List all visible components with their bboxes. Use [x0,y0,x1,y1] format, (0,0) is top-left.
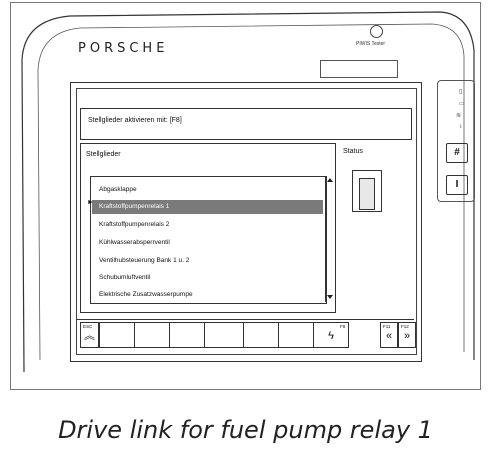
list-item[interactable]: Kühlwasserabsperrventil [99,239,170,246]
screen [76,88,417,355]
fkey-f12[interactable]: F12 » [398,322,416,348]
fkey-f11[interactable]: F11 « [380,322,398,348]
hash-button[interactable]: # [446,143,468,163]
message-box: Stellglieder aktivieren mit: [F8] [80,108,412,140]
message-text: Stellglieder aktivieren mit: [F8] [88,117,182,124]
switch-toggle [359,178,375,210]
device-housing [21,11,475,373]
info-icon: ı [460,124,462,130]
indicator-icon: ▭ [459,101,465,107]
fkey-label: F12 [401,324,409,329]
fkey-f2[interactable] [99,322,135,348]
selection-arrow-icon: ► [87,199,94,206]
list-item[interactable]: Ventilhubsteuerung Bank 1 u. 2 [99,257,190,264]
fkey-f5[interactable] [204,322,244,348]
power-lamp [370,25,383,38]
battery-icon: ▯ [459,89,463,95]
fkey-label: F8 [340,324,346,329]
status-label: Status [343,148,363,155]
list-item[interactable]: Schubumluftventil [99,274,151,281]
fkey-f3[interactable] [134,322,170,348]
actuator-panel [80,143,336,313]
fkey-f7[interactable] [278,322,314,348]
page-back-icon: « [385,330,393,342]
fkey-label: F11 [383,324,391,329]
list-item-selected[interactable]: Kraftstoffpumpenrelais 1 [92,200,323,214]
fkey-f6[interactable] [243,322,279,348]
brand-logo: PORSCHE [78,41,169,56]
fkey-f8[interactable]: F8 ϟ [313,322,349,348]
figure-caption: Drive link for fuel pump relay 1 [58,416,433,444]
power-button[interactable]: I [446,175,468,195]
tester-label: PIWIS Tester [356,41,386,47]
chevron-up-icon: ︽ [84,330,95,342]
actuator-list[interactable]: Abgasklappe Kraftstoffpumpenrelais 1 Kra… [90,176,327,304]
list-item[interactable]: Abgasklappe [99,186,137,193]
lightning-icon: ϟ [328,330,334,342]
side-control-panel [437,80,475,202]
list-scrollbar[interactable] [325,176,335,302]
status-switch[interactable] [352,170,382,212]
page-forward-icon: » [403,330,411,342]
panel-title: Stellglieder [86,151,121,158]
signal-icon: ≋ [456,113,462,119]
scroll-up-icon[interactable] [327,178,333,182]
scroll-down-icon[interactable] [327,295,333,299]
function-key-bar [76,319,414,348]
list-item[interactable]: Kraftstoffpumpenrelais 2 [99,221,170,228]
fkey-f4[interactable] [169,322,205,348]
screen-bezel [70,82,422,362]
fkey-label: ESC [83,324,93,329]
list-item[interactable]: Elektrische Zusatzwasserpumpe [99,291,193,298]
card-slot [320,60,398,78]
fkey-esc[interactable]: ESC ︽ [80,322,99,348]
